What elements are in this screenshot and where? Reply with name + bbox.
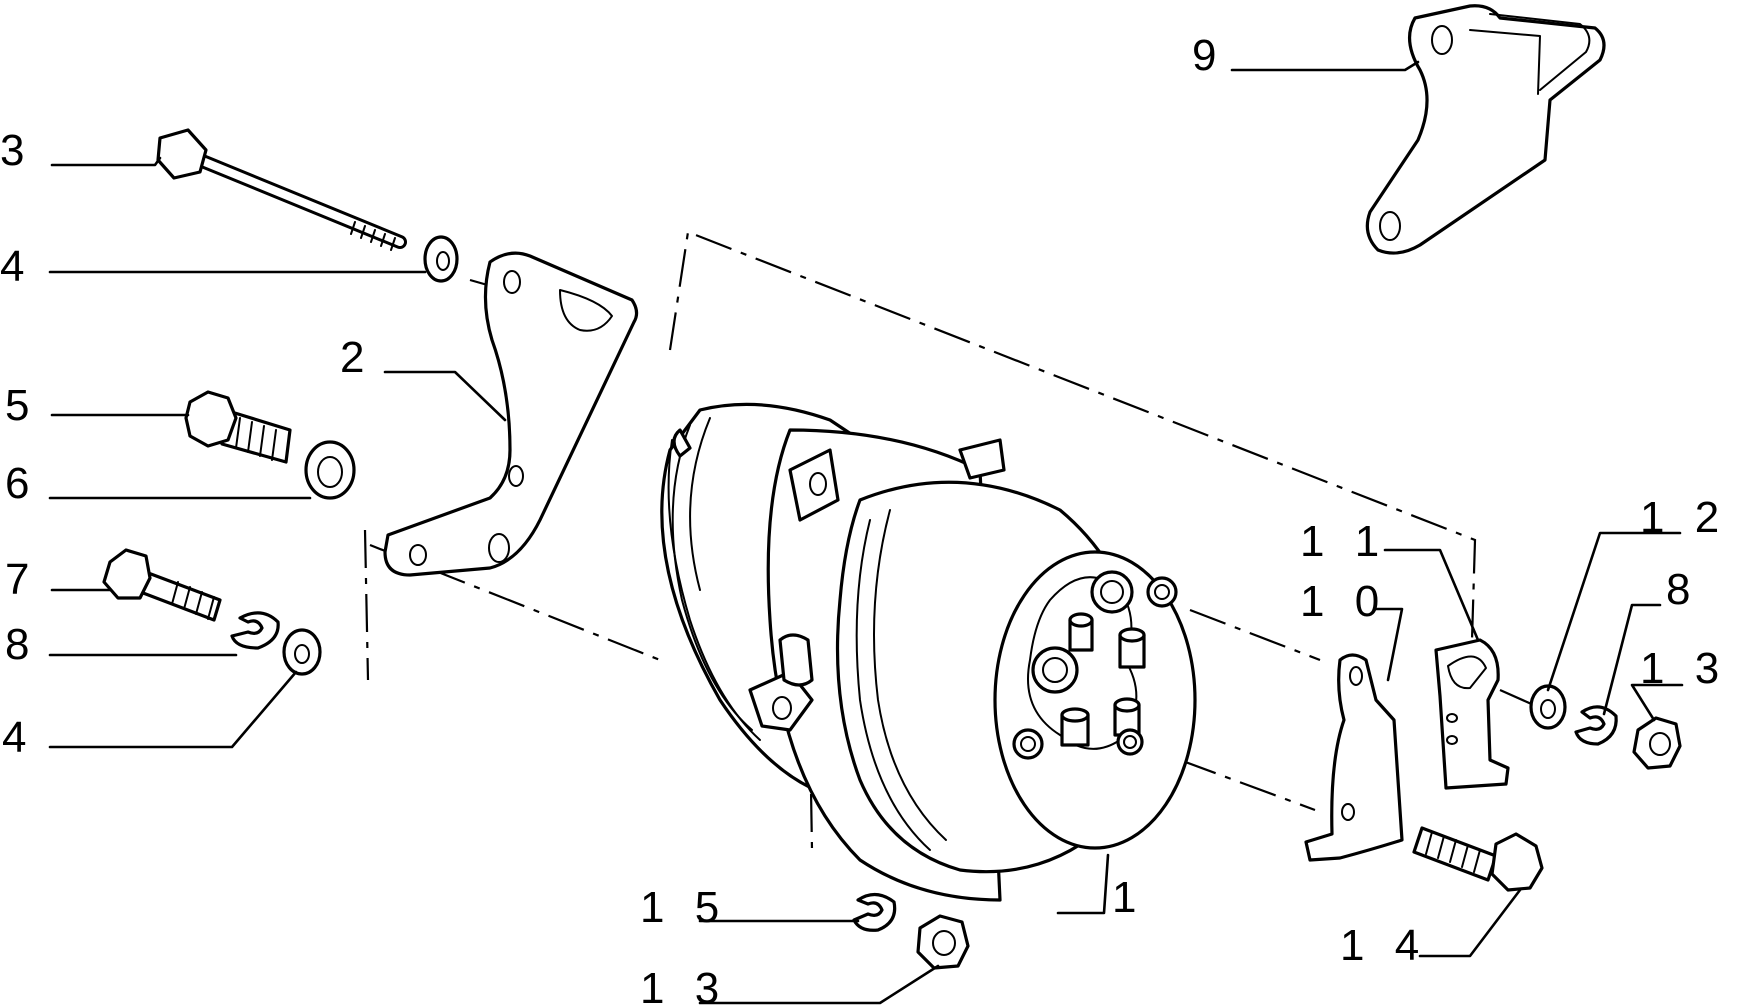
- callout-7: 7: [5, 555, 38, 604]
- part-11-bracket: [1434, 638, 1510, 790]
- callout-1: 1: [1112, 873, 1145, 922]
- part-7-bolt: [102, 548, 222, 622]
- part-3-long-bolt: [156, 128, 407, 251]
- callout-11: 1 1: [1300, 517, 1388, 566]
- callout-12: 1 2: [1640, 493, 1728, 542]
- callout-14: 1 4: [1340, 921, 1428, 970]
- part-13-nut-right: [1632, 716, 1682, 770]
- callout-4-upper: 4: [0, 242, 33, 291]
- callout-3: 3: [0, 126, 33, 175]
- part-4-washer-lower: [282, 628, 322, 676]
- callout-13-right: 1 3: [1640, 644, 1728, 693]
- callout-9: 9: [1192, 31, 1225, 80]
- part-12-washer: [1529, 684, 1567, 730]
- part-9-bracket: [1365, 4, 1606, 255]
- part-6-washer: [304, 440, 356, 500]
- callout-6: 6: [5, 459, 38, 508]
- callout-labels: 3 4 2 5 6 7 8 4 9 1 1 1 0 1 2 8 1 3 1 1 …: [0, 31, 1728, 1007]
- callout-8-right: 8: [1666, 565, 1699, 614]
- callout-5: 5: [5, 381, 38, 430]
- part-1-compressor: [660, 402, 1197, 902]
- part-5-bolt: [184, 390, 292, 464]
- callout-8-left: 8: [5, 620, 38, 669]
- callout-13-bottom: 1 3: [640, 964, 728, 1007]
- callout-2: 2: [340, 333, 373, 382]
- part-14-bolt: [1412, 826, 1544, 892]
- part-4-washer-upper: [423, 235, 459, 283]
- part-8-lock-washer-left: [230, 611, 280, 650]
- part-2-front-bracket: [383, 251, 639, 577]
- callout-15: 1 5: [640, 883, 728, 932]
- leader-lines: [48, 60, 1684, 1005]
- callout-10: 1 0: [1300, 577, 1388, 626]
- part-15-lock-washer: [852, 892, 897, 932]
- callout-4-lower: 4: [2, 713, 35, 762]
- part-8-lock-washer-right: [1574, 705, 1618, 746]
- part-10-bracket: [1304, 653, 1404, 862]
- part-13-nut-bottom: [916, 914, 970, 970]
